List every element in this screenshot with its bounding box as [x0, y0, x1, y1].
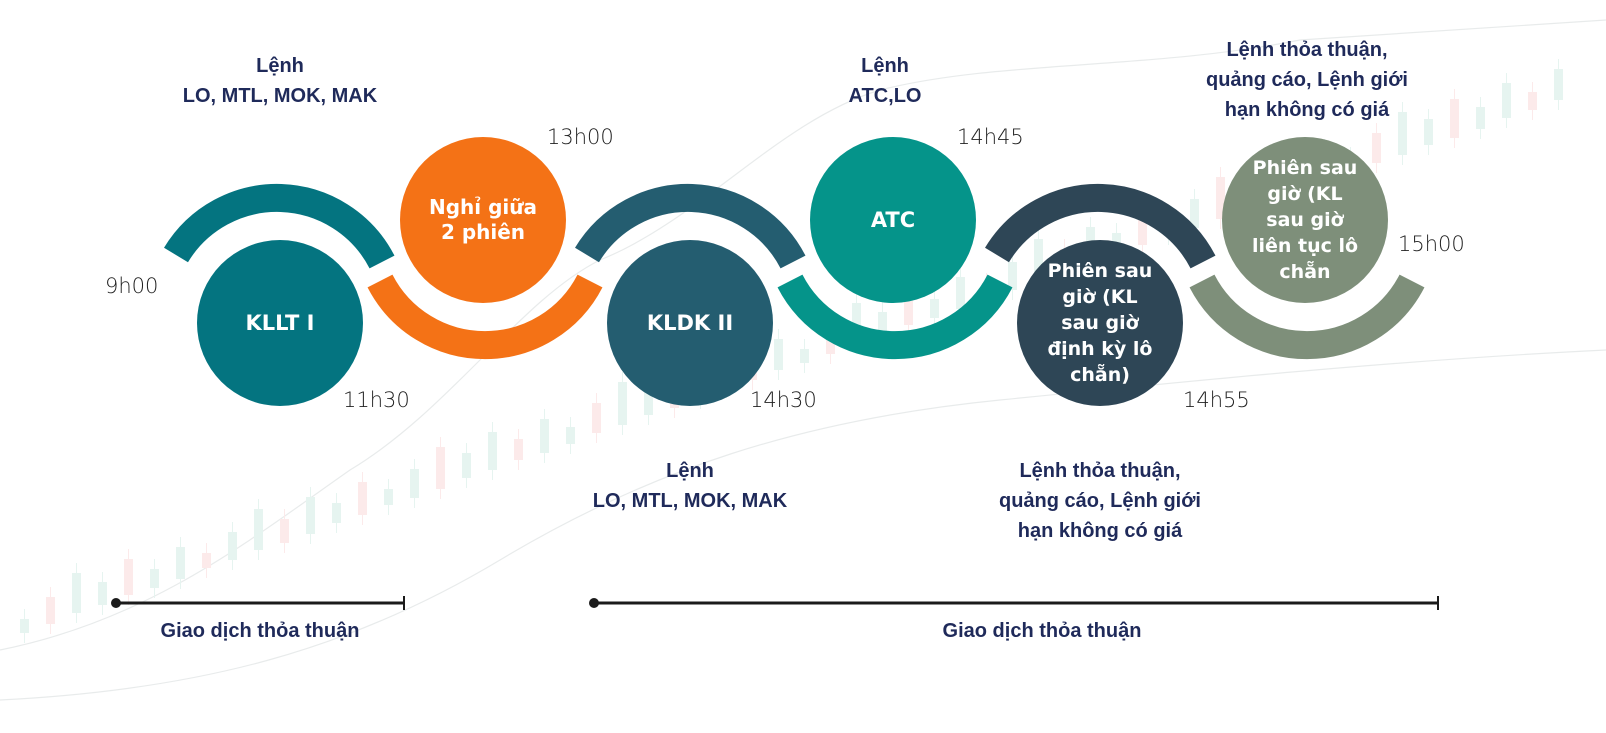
background-candle: [1502, 83, 1511, 118]
background-candle: [46, 597, 55, 624]
timeline-label-1: Giao dịch thỏa thuận: [160, 620, 360, 642]
background-candle: [930, 299, 939, 318]
time-label: 9h00: [105, 274, 159, 298]
time-label: 14h30: [750, 388, 817, 412]
background-candle: [1528, 92, 1537, 110]
background-candle: [1424, 119, 1433, 145]
session-label: Nghỉ giữa 2 phiên: [428, 195, 538, 244]
arc-atc: [777, 274, 1013, 360]
time-label: 14h45: [957, 125, 1024, 149]
background-candle: [72, 573, 81, 613]
background-candle: [410, 469, 419, 498]
timeline-2: [589, 596, 1439, 610]
arc-kllt-i: [164, 184, 395, 269]
background-candle: [332, 503, 341, 523]
session-circle-after-hours-periodic: Phiên sau giờ (KL sau giờ định kỳ lô chẵ…: [1017, 240, 1183, 406]
background-candle: [644, 389, 653, 415]
session-label: ATC: [870, 208, 916, 232]
background-candle: [306, 497, 315, 534]
session-circle-kldk-ii: KLDK II: [607, 240, 773, 406]
order-label-top-2: Lệnh ATC,LO: [848, 55, 922, 107]
session-circle-after-hours-continuous: Phiên sau giờ (KL sau giờ liên tục lô ch…: [1222, 137, 1388, 303]
background-candle: [592, 403, 601, 433]
background-candle: [124, 559, 133, 595]
background-candle: [228, 532, 237, 560]
background-candle: [514, 439, 523, 460]
order-label-bottom-1: Lệnh LO, MTL, MOK, MAK: [592, 460, 788, 512]
background-candle: [384, 489, 393, 505]
background-candle: [618, 382, 627, 425]
background-candle: [1554, 69, 1563, 100]
background-candle: [1372, 133, 1381, 163]
session-circle-break: Nghỉ giữa 2 phiên: [400, 137, 566, 303]
order-label-top-1: Lệnh LO, MTL, MOK, MAK: [182, 55, 378, 107]
time-label: 14h55: [1183, 388, 1250, 412]
background-candle: [280, 519, 289, 543]
background-candle: [150, 569, 159, 588]
session-label: Phiên sau giờ (KL sau giờ định kỳ lô chẵ…: [1047, 260, 1153, 386]
session-label: KLDK II: [646, 311, 734, 335]
background-candle: [1034, 239, 1043, 280]
time-label: 15h00: [1398, 232, 1465, 256]
timeline-label-2: Giao dịch thỏa thuận: [942, 620, 1142, 642]
background-candle: [1398, 112, 1407, 155]
background-candle: [202, 553, 211, 568]
background-candle: [774, 339, 783, 370]
timeline-1: [111, 596, 405, 610]
background-candle: [1476, 107, 1485, 129]
arc-kldk-ii: [575, 184, 806, 269]
background-candle: [1008, 262, 1017, 290]
background-candle: [488, 432, 497, 470]
background-candle: [436, 447, 445, 489]
background-candle: [566, 427, 575, 444]
background-candle: [878, 312, 887, 335]
background-candle: [540, 419, 549, 453]
time-label: 11h30: [343, 388, 410, 412]
background-candle: [800, 349, 809, 363]
background-candle: [462, 453, 471, 478]
background-candle: [254, 509, 263, 550]
arc-after-hours-1: [985, 184, 1216, 269]
background-candle: [98, 582, 107, 605]
session-circle-kllt-i: KLLT I: [197, 240, 363, 406]
order-label-bottom-2: Lệnh thỏa thuận, quảng cáo, Lệnh giới hạ…: [998, 460, 1201, 542]
session-label: KLLT I: [245, 311, 315, 335]
background-candle: [1450, 99, 1459, 138]
session-label: Phiên sau giờ (KL sau giờ liên tục lô ch…: [1251, 157, 1359, 283]
background-candle: [176, 547, 185, 579]
background-candle: [904, 289, 913, 325]
background-candle: [358, 482, 367, 515]
background-candle: [1216, 177, 1225, 219]
session-circle-atc: ATC: [810, 137, 976, 303]
time-label: 13h00: [547, 125, 614, 149]
background-candle: [956, 277, 965, 309]
arc-after-hours-2: [1189, 274, 1425, 360]
background-candle: [20, 619, 29, 633]
arc-break: [367, 274, 603, 360]
background-candle: [1138, 212, 1147, 245]
background-candle: [1190, 199, 1199, 228]
background-candle: [852, 303, 861, 343]
order-label-top-3: Lệnh thỏa thuận, quảng cáo, Lệnh giới hạ…: [1205, 39, 1408, 121]
